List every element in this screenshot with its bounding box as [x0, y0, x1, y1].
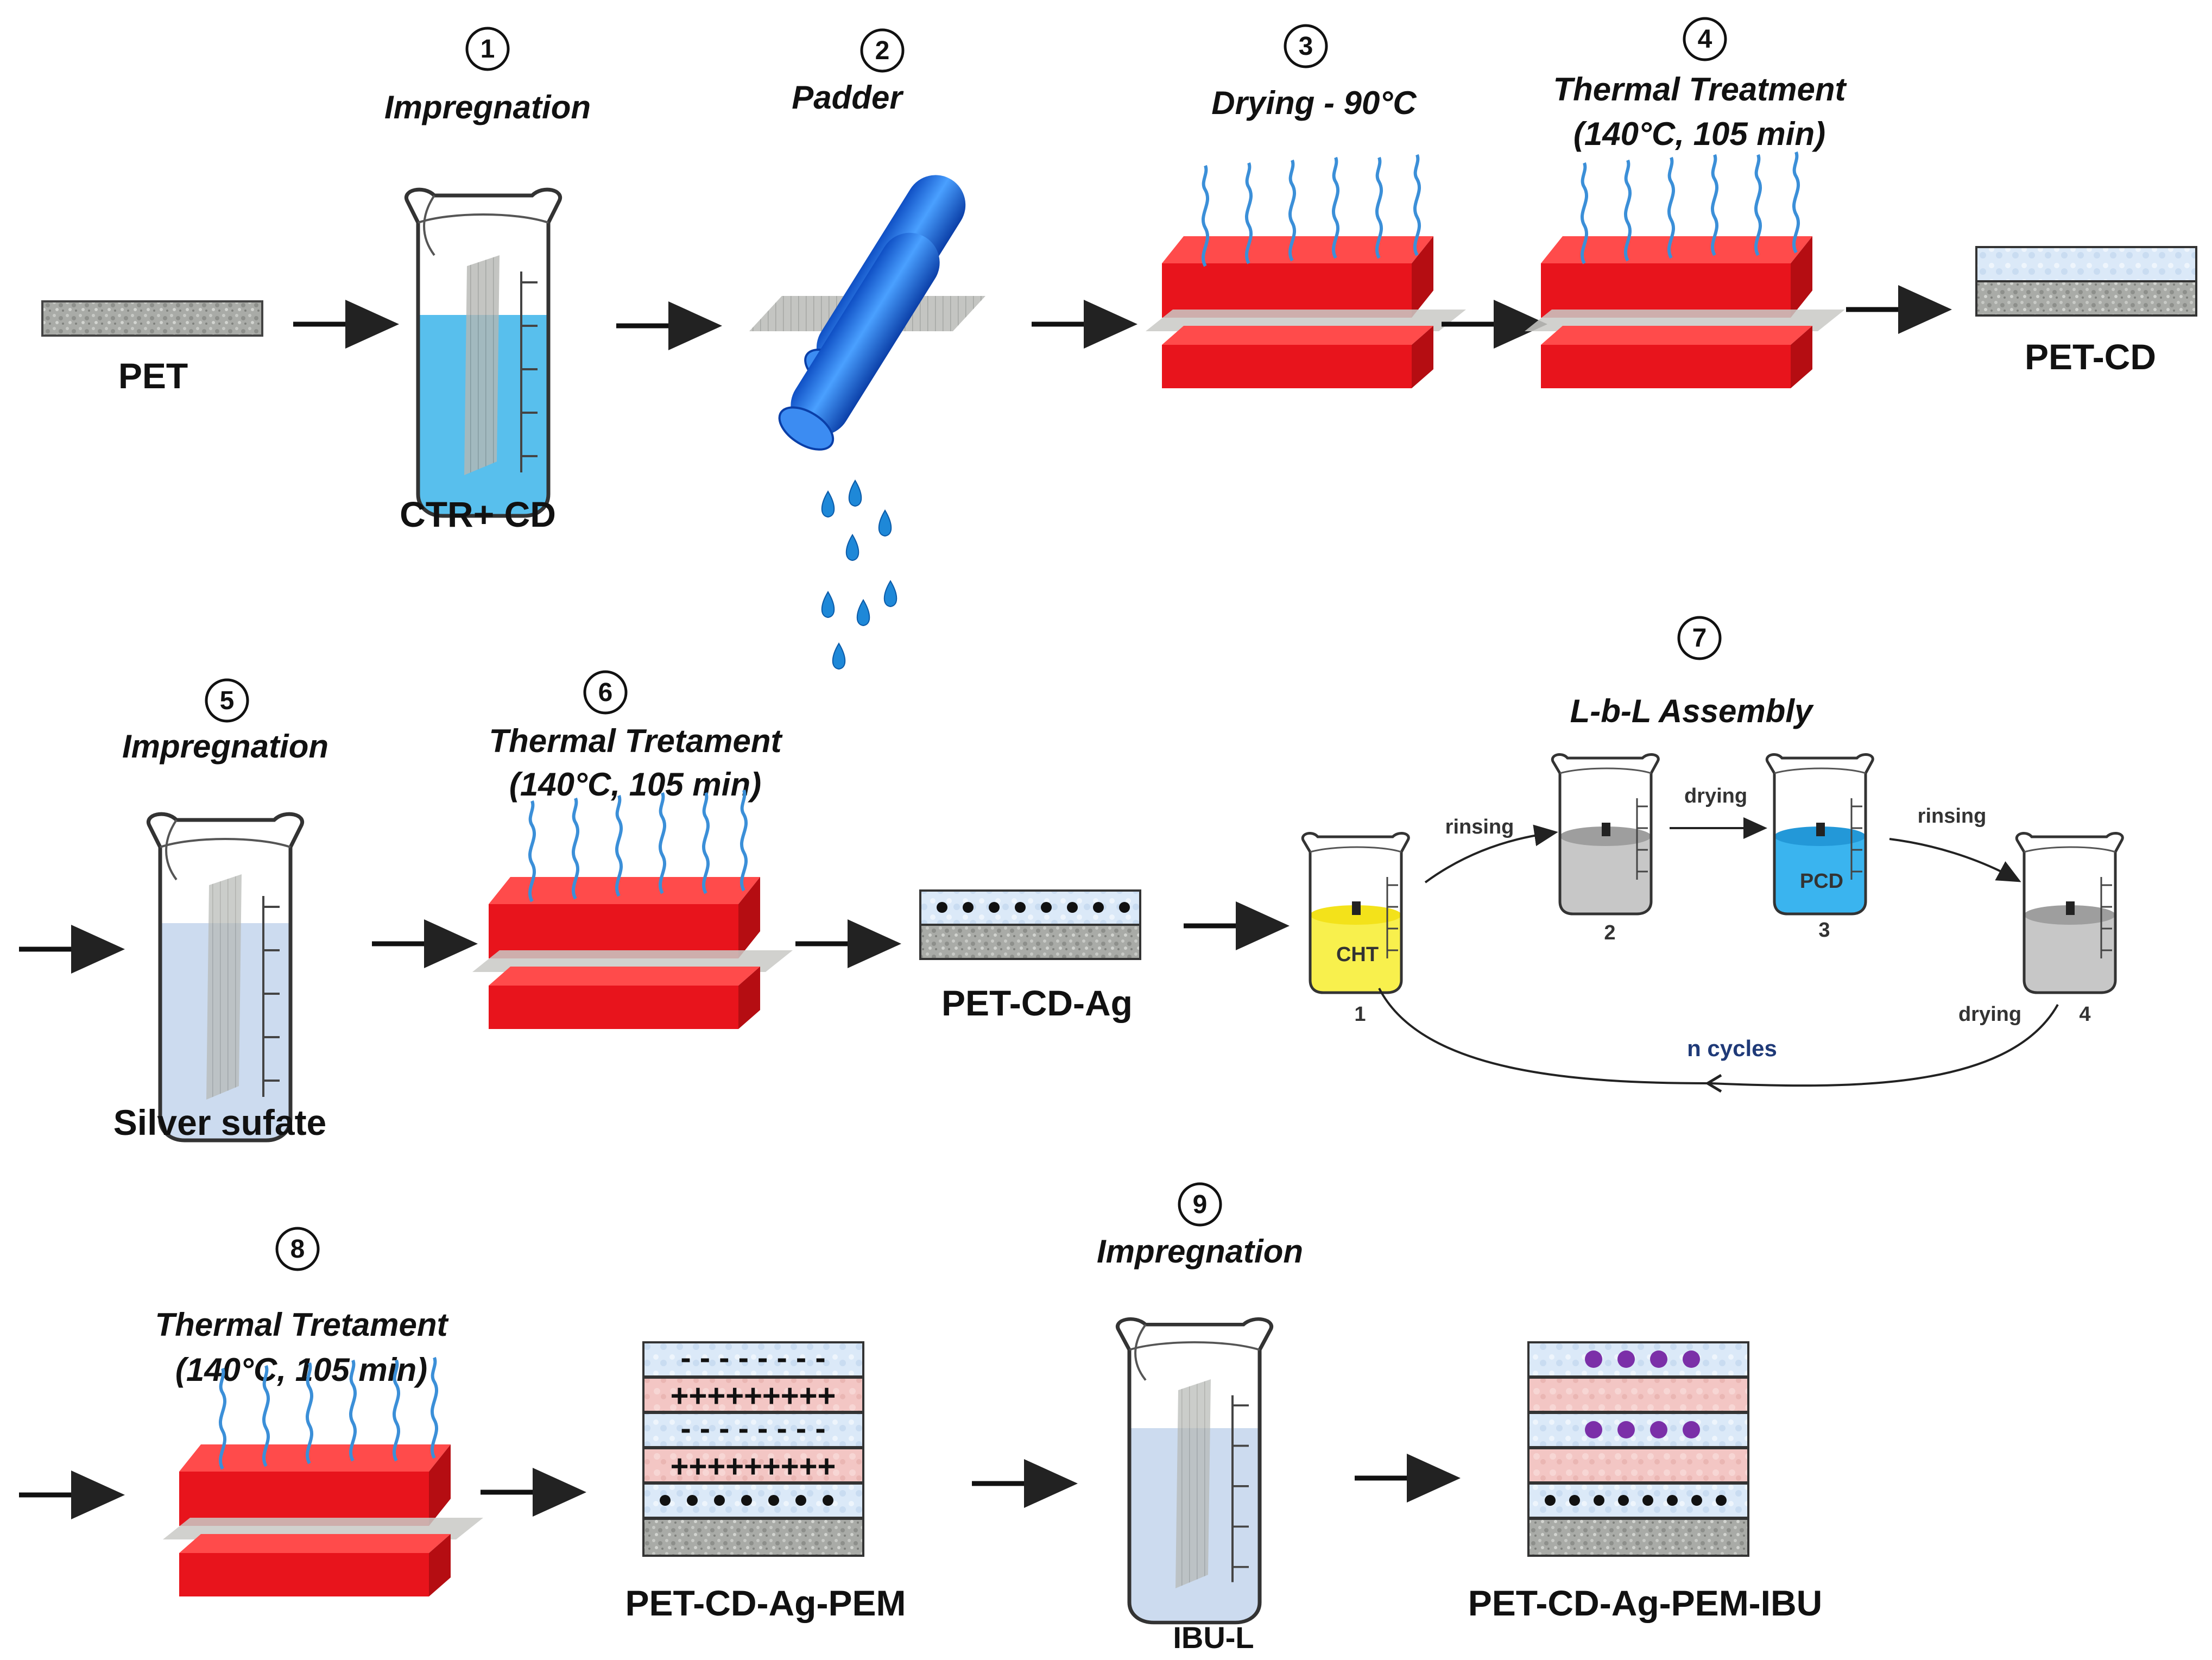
lbl-beaker-3 — [1767, 754, 1873, 914]
padder-rollers — [749, 175, 985, 451]
lbl-arrow-rinsing-2 — [1889, 838, 2021, 882]
svg-text:2: 2 — [875, 36, 890, 65]
svg-text:5: 5 — [220, 686, 235, 715]
step-7-title: L-b-L Assembly — [1570, 693, 1814, 729]
rinsing-label-2: rinsing — [1918, 805, 1987, 828]
drying-label-1: drying — [1684, 785, 1747, 807]
step-7-badge: 7 — [1677, 616, 1722, 660]
step-3-title: Drying - 90°C — [1211, 85, 1417, 121]
drying-heater — [1146, 155, 1466, 388]
beaker-ibu — [1117, 1319, 1271, 1623]
step-9-badge: 9 — [1178, 1182, 1222, 1227]
step-5-badge: 5 — [205, 678, 249, 723]
pet-label: PET — [118, 356, 188, 396]
step-9-title: Impregnation — [1097, 1233, 1303, 1270]
pet-cd-ag-stack — [919, 889, 1141, 960]
step-4-title-line2: (140°C, 105 min) — [1573, 116, 1825, 152]
step-2-title: Padder — [792, 79, 904, 116]
pet-cd-ag-pem-label: PET-CD-Ag-PEM — [625, 1583, 906, 1623]
minus-layer-1: - - - - - - - - — [680, 1340, 825, 1375]
n-cycles-label: n cycles — [1687, 1036, 1777, 1061]
svg-text:7: 7 — [1692, 624, 1707, 653]
plus-layer-1: +++++++++ — [671, 1378, 836, 1413]
svg-text:9: 9 — [1193, 1190, 1208, 1219]
silver-sulfate-label: Silver sufate — [113, 1102, 327, 1143]
ctr-cd-label: CTR+ CD — [400, 494, 556, 534]
rinsing-label-1: rinsing — [1445, 816, 1514, 838]
beaker-silver — [148, 814, 302, 1140]
lbl-num-2: 2 — [1604, 921, 1615, 944]
step-6-title-line2: (140°C, 105 min) — [509, 766, 761, 803]
step-4-badge: 4 — [1683, 17, 1727, 61]
lbl-arrow-n-cycles — [1378, 988, 2059, 1087]
lbl-num-1: 1 — [1354, 1003, 1366, 1026]
step-8-title-line1: Thermal Tretament — [155, 1306, 449, 1343]
pcd-label: PCD — [1800, 870, 1843, 893]
thermal-heater-2 — [472, 790, 793, 1029]
cht-label: CHT — [1336, 943, 1379, 966]
step-4-title-line1: Thermal Treatment — [1553, 71, 1847, 108]
pet-cd-ag-pem-stack — [642, 1341, 864, 1557]
lbl-num-4: 4 — [2079, 1003, 2090, 1026]
lbl-cycle-arrowhead — [1705, 1074, 1722, 1093]
lbl-beaker-4 — [2017, 833, 2122, 993]
svg-text:8: 8 — [290, 1235, 305, 1264]
pet-cd-ag-pem-ibu-stack — [1527, 1341, 1749, 1557]
step-3-badge: 3 — [1284, 24, 1328, 68]
step-5-title: Impregnation — [122, 728, 328, 765]
lbl-beaker-1 — [1303, 833, 1408, 993]
svg-text:4: 4 — [1698, 25, 1712, 54]
ibu-l-label: IBU-L — [1173, 1620, 1254, 1655]
step-6-title-line1: Thermal Tretament — [489, 723, 783, 759]
lbl-arrow-rinsing-1 — [1424, 824, 1558, 883]
lbl-num-3: 3 — [1818, 919, 1830, 942]
minus-layer-2: - - - - - - - - — [680, 1411, 825, 1446]
pet-fabric — [41, 300, 263, 337]
step-2-badge: 2 — [860, 28, 905, 73]
pet-cd-stack — [1975, 246, 2197, 317]
pet-cd-ag-label: PET-CD-Ag — [941, 983, 1133, 1023]
droplets — [821, 479, 898, 670]
svg-text:1: 1 — [481, 35, 495, 64]
pet-cd-ag-pem-ibu-label: PET-CD-Ag-PEM-IBU — [1468, 1583, 1823, 1623]
svg-text:6: 6 — [598, 678, 613, 707]
pet-cd-label: PET-CD — [2025, 337, 2156, 377]
lbl-beaker-2 — [1552, 754, 1658, 914]
plus-layer-2: +++++++++ — [671, 1449, 836, 1484]
step-6-badge: 6 — [583, 670, 628, 715]
beaker-ctr-cd — [406, 190, 560, 516]
step-1-title: Impregnation — [384, 89, 591, 125]
step-8-badge: 8 — [275, 1227, 320, 1271]
drying-label-2: drying — [1958, 1003, 2021, 1026]
step-8-title-line2: (140°C, 105 min) — [175, 1352, 427, 1388]
step-1-badge: 1 — [465, 27, 510, 71]
thermal-heater-3 — [163, 1358, 483, 1596]
thermal-heater-1 — [1525, 152, 1845, 388]
svg-text:3: 3 — [1299, 32, 1313, 61]
